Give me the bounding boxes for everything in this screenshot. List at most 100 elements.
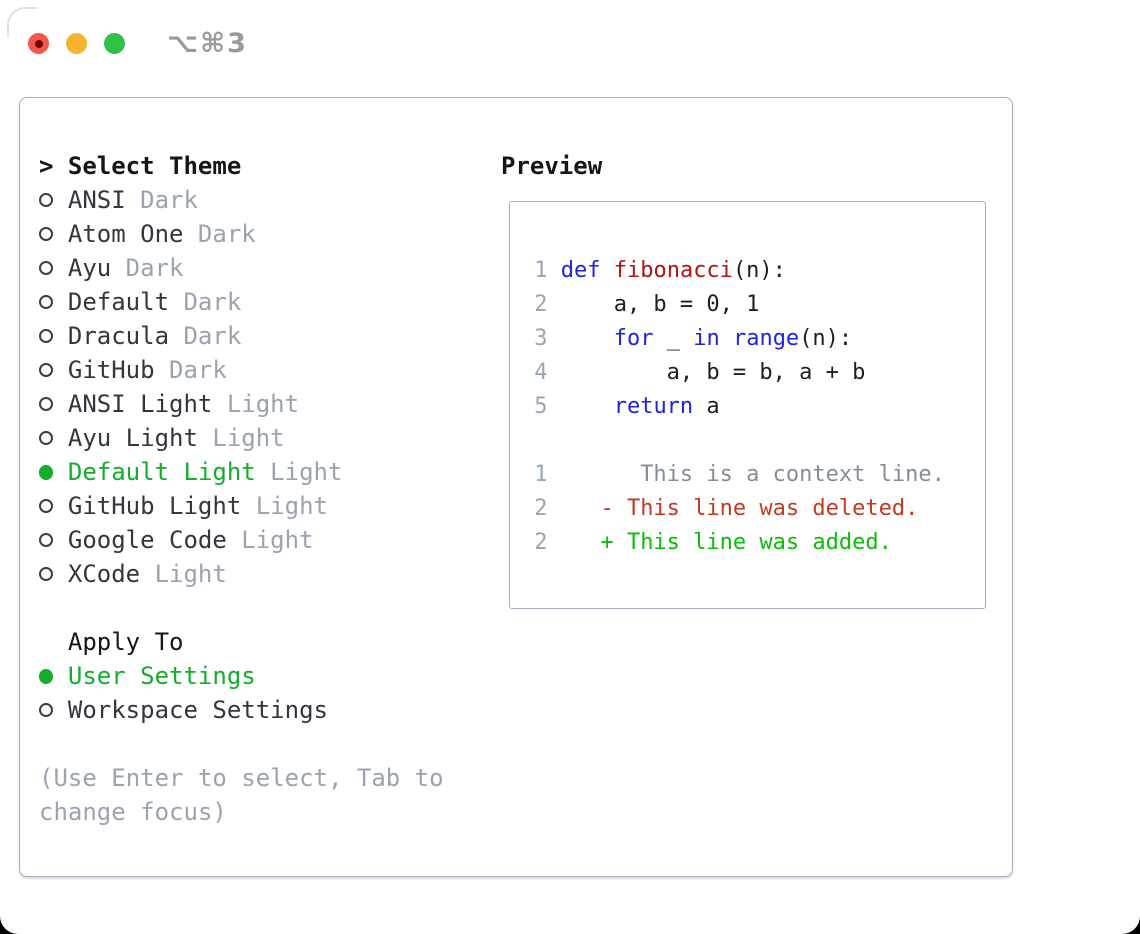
radio-icon bbox=[39, 193, 54, 207]
radio-selected-icon bbox=[39, 668, 54, 684]
line-content: a, b = b, a + b bbox=[561, 360, 866, 385]
token-pl: a, b = b, a + b bbox=[560, 359, 866, 385]
minimize-button[interactable] bbox=[66, 33, 87, 54]
line-number: 2 bbox=[534, 495, 548, 521]
token-kw: in bbox=[693, 325, 720, 351]
theme-variant: Light bbox=[197, 424, 285, 452]
theme-option-ayu[interactable]: Ayu Dark bbox=[39, 251, 444, 285]
screenshot-corner-bottom-right bbox=[1122, 916, 1140, 934]
spacer-line bbox=[521, 423, 985, 457]
theme-option-github-light[interactable]: GitHub Light Light bbox=[39, 489, 444, 523]
diff-line: 1 This is a context line. bbox=[521, 457, 985, 491]
line-number: 1 bbox=[534, 257, 548, 283]
apply-option-workspace-settings[interactable]: Workspace Settings bbox=[39, 693, 444, 727]
spacer-row bbox=[39, 591, 444, 625]
token-pl: _ bbox=[653, 325, 694, 351]
token-ctx: This is a context line. bbox=[560, 461, 945, 487]
window-titlebar: ⌥⌘3 bbox=[28, 28, 248, 59]
theme-name: Default bbox=[67, 288, 170, 316]
theme-name: Default Light bbox=[67, 458, 256, 486]
token-pl: a bbox=[693, 393, 720, 419]
radio-cell bbox=[39, 363, 54, 377]
close-button[interactable] bbox=[28, 33, 49, 54]
diff-line: 2 - This line was deleted. bbox=[521, 491, 985, 525]
theme-option-atom-one[interactable]: Atom One Dark bbox=[39, 217, 444, 251]
close-dot-icon bbox=[34, 39, 43, 48]
theme-option-ayu-light[interactable]: Ayu Light Light bbox=[39, 421, 444, 455]
token-kw: return bbox=[613, 393, 694, 419]
apply-to-header: Apply To bbox=[39, 625, 444, 659]
theme-option-default[interactable]: Default Dark bbox=[39, 285, 444, 319]
token-del: - This line was deleted. bbox=[560, 495, 919, 521]
theme-name: Dracula bbox=[67, 322, 170, 350]
radio-icon bbox=[39, 295, 54, 309]
token-kw: def bbox=[560, 257, 601, 283]
apply-to-title: Apply To bbox=[67, 628, 184, 656]
code-line: 4 a, b = b, a + b bbox=[521, 355, 985, 389]
cursor-marker: > bbox=[39, 152, 54, 180]
token-kw: range bbox=[732, 325, 800, 351]
radio-icon bbox=[39, 567, 54, 581]
token-pl: (n): bbox=[799, 325, 853, 351]
line-number: 5 bbox=[534, 393, 548, 419]
window-corner-arc bbox=[7, 7, 37, 37]
radio-cell bbox=[39, 261, 54, 275]
hint-text: change focus) bbox=[39, 798, 227, 826]
radio-cell bbox=[39, 295, 54, 309]
theme-option-dracula[interactable]: Dracula Dark bbox=[39, 319, 444, 353]
theme-variant: Light bbox=[212, 390, 300, 418]
theme-option-ansi[interactable]: ANSI Dark bbox=[39, 183, 444, 217]
theme-list-header: > Select Theme bbox=[39, 149, 444, 183]
radio-icon bbox=[39, 533, 54, 547]
theme-variant: Dark bbox=[125, 186, 198, 214]
radio-cell bbox=[39, 464, 54, 480]
hint-text: (Use Enter to select, Tab to bbox=[39, 764, 444, 792]
theme-option-default-light[interactable]: Default Light Light bbox=[39, 455, 444, 489]
code-line: 3 for _ in range(n): bbox=[521, 321, 985, 355]
line-content: This is a context line. bbox=[561, 462, 945, 487]
theme-option-google-code[interactable]: Google Code Light bbox=[39, 523, 444, 557]
radio-cell bbox=[39, 499, 54, 513]
line-number: 3 bbox=[534, 325, 548, 351]
token-pl: (n): bbox=[732, 257, 786, 283]
hint-line-2: change focus) bbox=[39, 795, 444, 829]
apply-option-user-settings[interactable]: User Settings bbox=[39, 659, 444, 693]
radio-icon bbox=[39, 329, 54, 343]
preview-heading: Preview bbox=[501, 152, 603, 180]
code-line: 5 return a bbox=[521, 389, 985, 423]
theme-variant: Dark bbox=[154, 356, 227, 384]
radio-icon bbox=[39, 261, 54, 275]
line-number: 2 bbox=[534, 529, 548, 555]
theme-variant: Light bbox=[255, 458, 343, 486]
apply-option-name: Workspace Settings bbox=[67, 696, 328, 724]
zoom-button[interactable] bbox=[104, 33, 125, 54]
window-title: ⌥⌘3 bbox=[167, 28, 248, 59]
diff-line: 2 + This line was added. bbox=[521, 525, 985, 559]
theme-variant: Dark bbox=[111, 254, 184, 282]
radio-icon bbox=[39, 227, 54, 241]
line-number: 4 bbox=[534, 359, 548, 385]
radio-icon bbox=[39, 499, 54, 513]
radio-icon bbox=[39, 703, 54, 717]
token-kw: for bbox=[613, 325, 654, 351]
token-pl bbox=[561, 394, 614, 419]
line-content: + This line was added. bbox=[561, 530, 891, 555]
theme-option-ansi-light[interactable]: ANSI Light Light bbox=[39, 387, 444, 421]
line-number: 2 bbox=[534, 291, 548, 317]
theme-option-github[interactable]: GitHub Dark bbox=[39, 353, 444, 387]
radio-cell bbox=[39, 703, 54, 717]
radio-icon bbox=[39, 363, 54, 377]
theme-list-title: Select Theme bbox=[67, 152, 242, 180]
theme-option-xcode[interactable]: XCode Light bbox=[39, 557, 444, 591]
radio-cell bbox=[39, 227, 54, 241]
theme-name: ANSI Light bbox=[67, 390, 213, 418]
token-pl: a, b = 0, 1 bbox=[560, 291, 760, 317]
radio-cell bbox=[39, 397, 54, 411]
theme-name: XCode bbox=[67, 560, 141, 588]
token-pl bbox=[720, 326, 733, 351]
line-content: - This line was deleted. bbox=[560, 495, 919, 521]
radio-cell bbox=[39, 329, 54, 343]
